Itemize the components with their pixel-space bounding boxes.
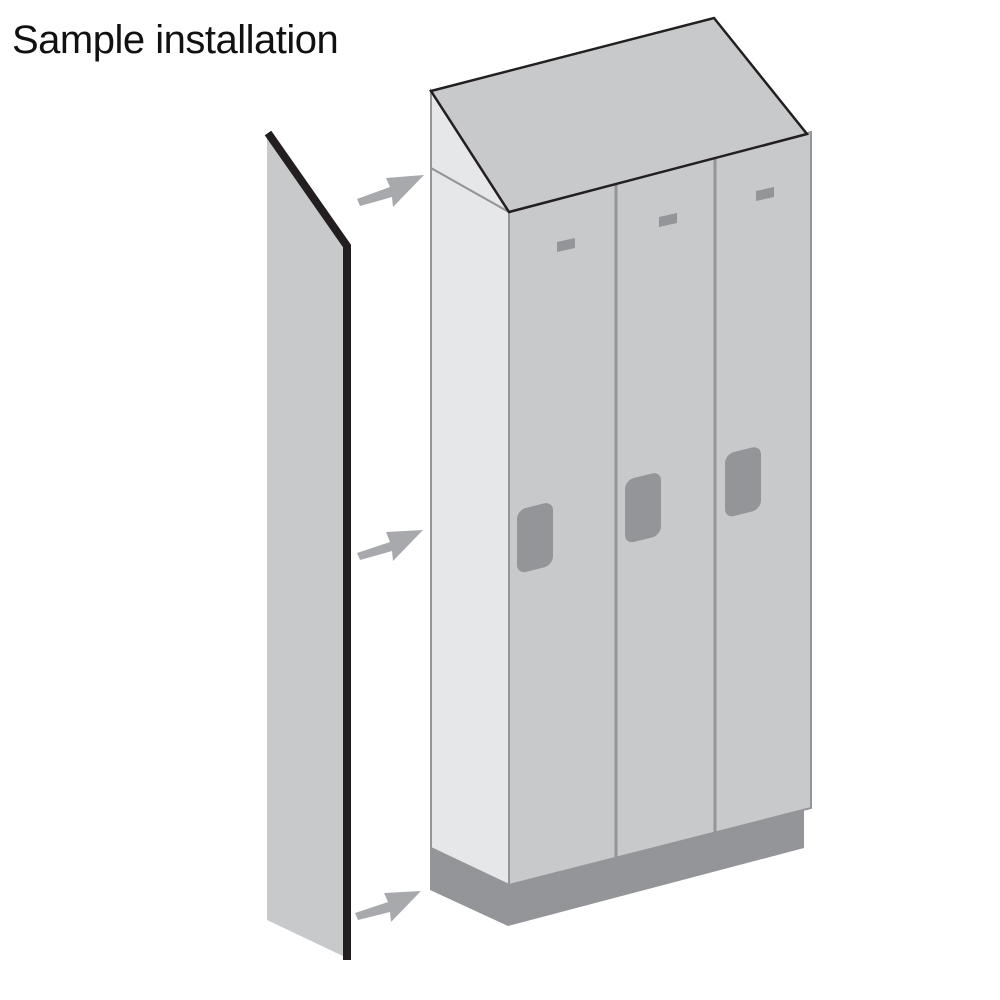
arrow-icon-bottom	[355, 891, 421, 922]
handle-recess-2	[625, 473, 661, 543]
arrow-icon-top	[357, 175, 424, 207]
end-panel	[264, 130, 351, 960]
vent-icon	[659, 213, 677, 227]
vent-icon	[756, 187, 774, 201]
sloped-top	[429, 16, 810, 214]
arrow-icon-middle	[357, 530, 423, 561]
handle-recess-1	[517, 503, 553, 573]
vent-icon	[557, 238, 575, 252]
locker-bank	[429, 16, 812, 926]
handle-recess-3	[725, 447, 761, 517]
base-side	[430, 848, 508, 926]
base-front	[508, 808, 804, 926]
diagram-title: Sample installation	[12, 18, 339, 62]
